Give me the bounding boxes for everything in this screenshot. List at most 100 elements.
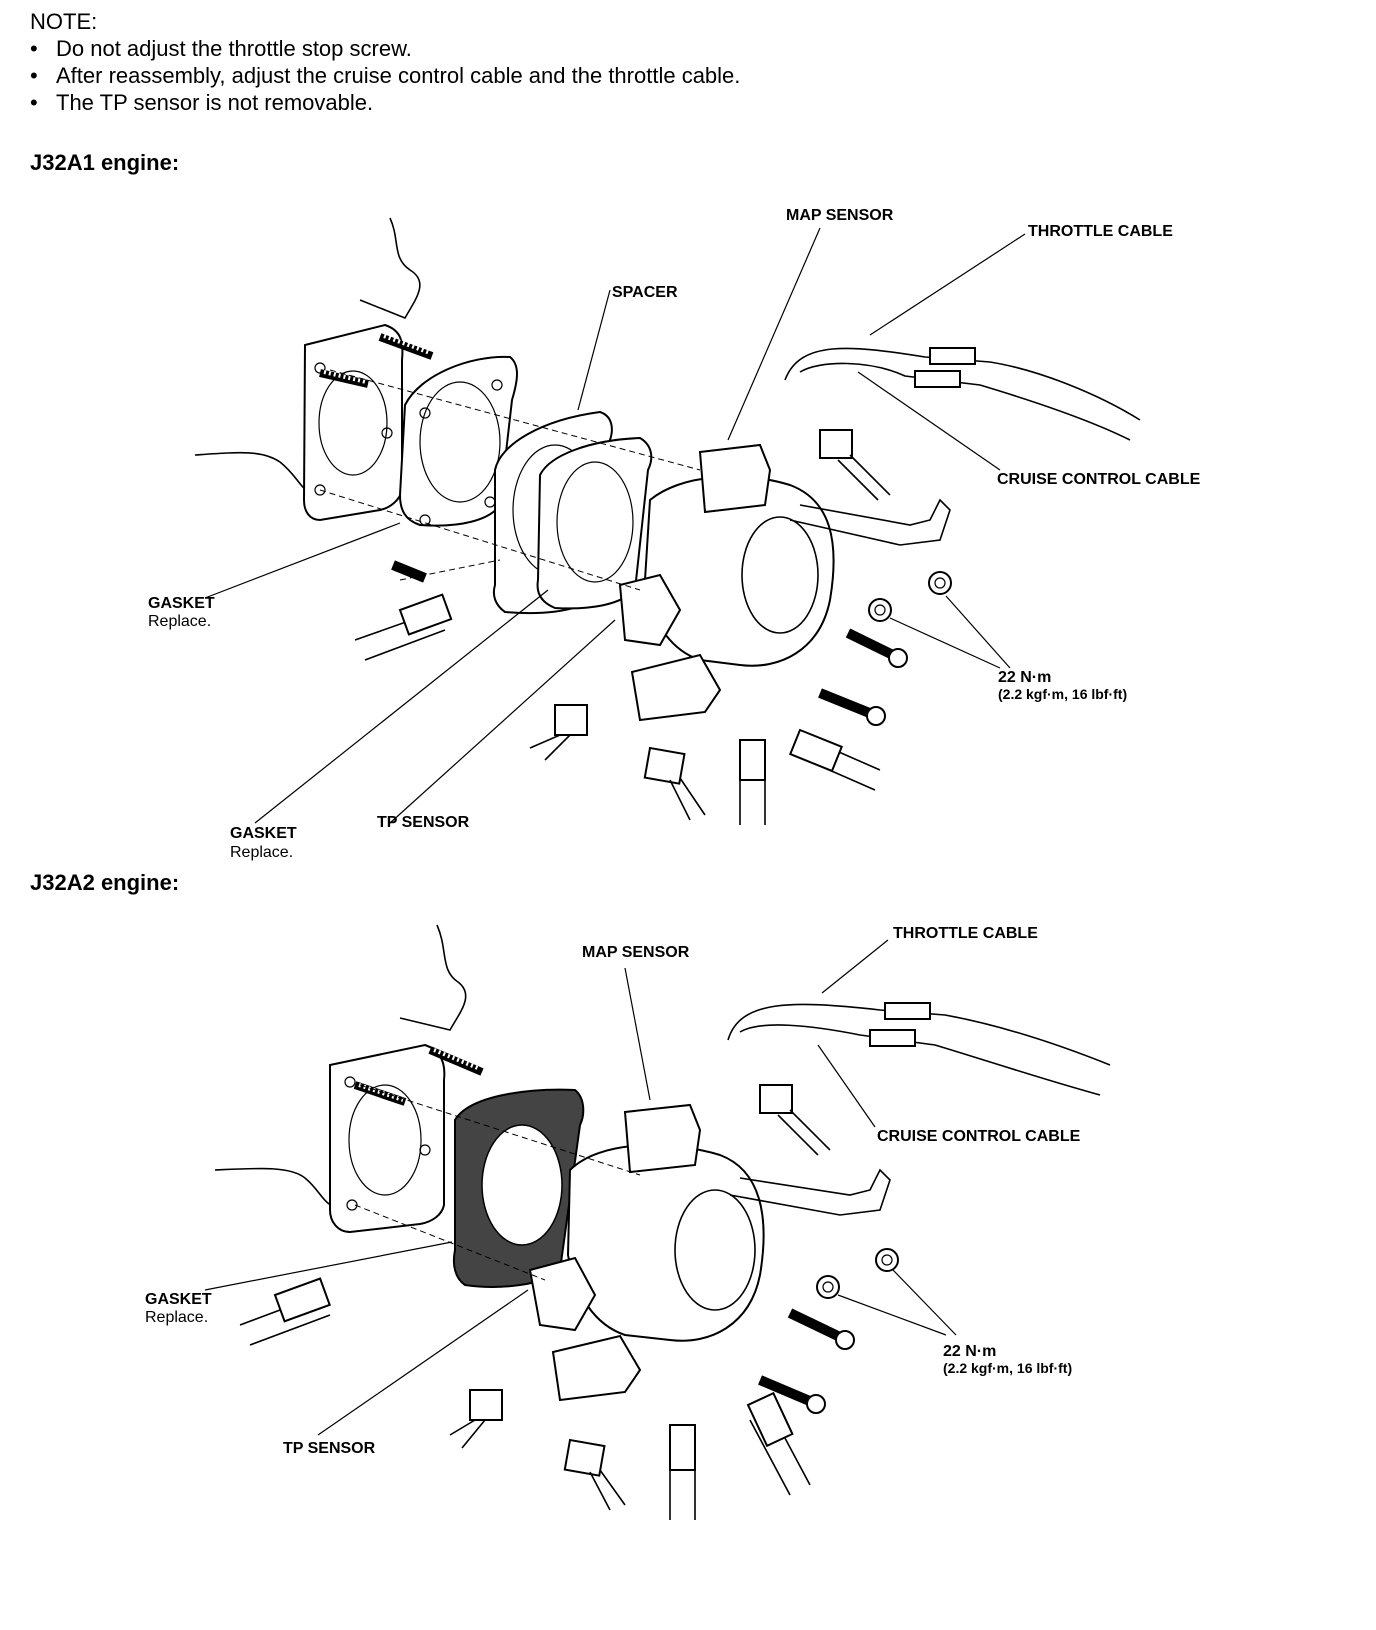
connector bbox=[469, 1389, 503, 1421]
note-item: •The TP sensor is not removable. bbox=[30, 90, 374, 115]
label-gasket-note: Replace. bbox=[230, 844, 293, 861]
leader-torque bbox=[889, 617, 1001, 669]
connector bbox=[819, 429, 853, 459]
tp-sensor-part bbox=[528, 1256, 597, 1332]
label-torque: 22 N·m bbox=[998, 669, 1051, 686]
bolt bbox=[818, 688, 886, 726]
connector-wire bbox=[589, 1469, 626, 1511]
leader-map-sensor bbox=[727, 227, 821, 441]
leader-tp-sensor bbox=[317, 1289, 529, 1436]
hose-end bbox=[746, 1391, 794, 1448]
throttle-bracket bbox=[729, 1168, 891, 1216]
throttle-body bbox=[566, 1144, 765, 1342]
idle-valve-part bbox=[551, 1334, 642, 1402]
label-gasket: GASKET bbox=[230, 825, 297, 842]
connector-wire bbox=[777, 1109, 831, 1156]
leader-throttle-cable bbox=[821, 939, 889, 994]
hose-end bbox=[739, 739, 766, 781]
label-torque-detail: (2.2 kgf·m, 16 lbf·ft) bbox=[943, 1360, 1072, 1376]
nut bbox=[875, 1248, 899, 1272]
leader-gasket-left bbox=[204, 1241, 453, 1291]
bolt bbox=[845, 628, 908, 668]
hose-end bbox=[273, 1277, 331, 1323]
bolt bbox=[758, 1375, 826, 1414]
leader-torque bbox=[837, 1294, 947, 1336]
section-heading-j32a2: J32A2 engine: bbox=[30, 870, 180, 895]
cable-adjuster bbox=[914, 370, 961, 388]
manifold-edge bbox=[194, 451, 321, 499]
manifold-bore bbox=[348, 1084, 422, 1196]
throttle-bore bbox=[741, 516, 819, 634]
leader-tp-sensor bbox=[389, 619, 616, 824]
leader-cruise-cable bbox=[857, 371, 1001, 471]
label-tp-sensor: TP SENSOR bbox=[377, 814, 470, 831]
stud bbox=[428, 1046, 484, 1076]
stud bbox=[353, 1081, 407, 1106]
label-gasket-note: Replace. bbox=[148, 613, 211, 630]
leader-torque bbox=[892, 1269, 957, 1336]
diagram-j32a1: MAP SENSOR THROTTLE CABLE SPACER CRUISE … bbox=[148, 207, 1201, 861]
leader-gasket-bottom bbox=[254, 589, 549, 824]
connector bbox=[563, 1438, 606, 1477]
throttle-bracket bbox=[789, 498, 951, 546]
nut bbox=[816, 1275, 840, 1299]
note-item: •After reassembly, adjust the cruise con… bbox=[30, 63, 741, 88]
note-item: •Do not adjust the throttle stop screw. bbox=[30, 36, 412, 61]
label-tp-sensor: TP SENSOR bbox=[283, 1440, 376, 1457]
label-gasket-note: Replace. bbox=[145, 1309, 208, 1326]
diagram-j32a2: MAP SENSOR THROTTLE CABLE CRUISE CONTROL… bbox=[145, 924, 1111, 1520]
manifold-edge bbox=[399, 924, 467, 1031]
stud bbox=[319, 369, 369, 388]
hose-end bbox=[398, 593, 453, 636]
label-torque-detail: (2.2 kgf·m, 16 lbf·ft) bbox=[998, 686, 1127, 702]
leader-cruise-cable bbox=[817, 1044, 876, 1128]
leader-gasket-left bbox=[204, 522, 401, 599]
manifold-bore bbox=[318, 370, 388, 476]
connector bbox=[554, 704, 588, 736]
connector-wire bbox=[449, 1419, 486, 1449]
label-throttle-cable: THROTTLE CABLE bbox=[893, 925, 1038, 942]
gasket-1-bore bbox=[419, 381, 501, 503]
throttle-bore bbox=[674, 1189, 756, 1311]
cruise-cable-line bbox=[799, 362, 1131, 441]
leader-spacer bbox=[577, 289, 611, 411]
connector-wire bbox=[529, 734, 571, 761]
map-sensor-part bbox=[623, 1103, 702, 1174]
manifold-edge bbox=[214, 1167, 343, 1211]
connector-wire bbox=[837, 454, 891, 501]
tp-sensor-part bbox=[618, 573, 682, 647]
label-cruise-control-cable: CRUISE CONTROL CABLE bbox=[997, 471, 1201, 488]
nut bbox=[928, 571, 952, 595]
cable-adjuster bbox=[884, 1002, 931, 1020]
cruise-cable-line bbox=[739, 1024, 1101, 1096]
cable-adjuster bbox=[929, 347, 976, 365]
gasket-2-bore bbox=[556, 461, 634, 583]
label-cruise-control-cable: CRUISE CONTROL CABLE bbox=[877, 1128, 1081, 1145]
bolt bbox=[787, 1308, 855, 1350]
idle-valve-part bbox=[630, 653, 722, 722]
map-sensor-part bbox=[698, 443, 772, 514]
nut bbox=[868, 598, 892, 622]
stud bbox=[378, 333, 434, 360]
connector bbox=[643, 746, 686, 785]
label-gasket: GASKET bbox=[145, 1291, 212, 1308]
gasket-bore bbox=[481, 1124, 563, 1246]
hose-end bbox=[669, 1424, 696, 1471]
label-torque: 22 N·m bbox=[943, 1343, 996, 1360]
label-spacer: SPACER bbox=[612, 284, 678, 301]
leader-throttle-cable bbox=[869, 233, 1026, 336]
cable-adjuster bbox=[869, 1029, 916, 1047]
section-heading-j32a1: J32A1 engine: bbox=[30, 150, 180, 175]
note-block: NOTE: •Do not adjust the throttle stop s… bbox=[30, 8, 740, 116]
hose-end bbox=[788, 728, 844, 773]
connector-wire bbox=[669, 777, 706, 821]
manifold-edge bbox=[359, 217, 421, 320]
label-map-sensor: MAP SENSOR bbox=[582, 944, 690, 961]
note-heading: NOTE: bbox=[30, 9, 98, 34]
label-map-sensor: MAP SENSOR bbox=[786, 207, 894, 224]
leader-torque bbox=[945, 595, 1011, 669]
leader-map-sensor bbox=[624, 967, 651, 1101]
label-throttle-cable: THROTTLE CABLE bbox=[1028, 223, 1173, 240]
connector bbox=[759, 1084, 793, 1114]
